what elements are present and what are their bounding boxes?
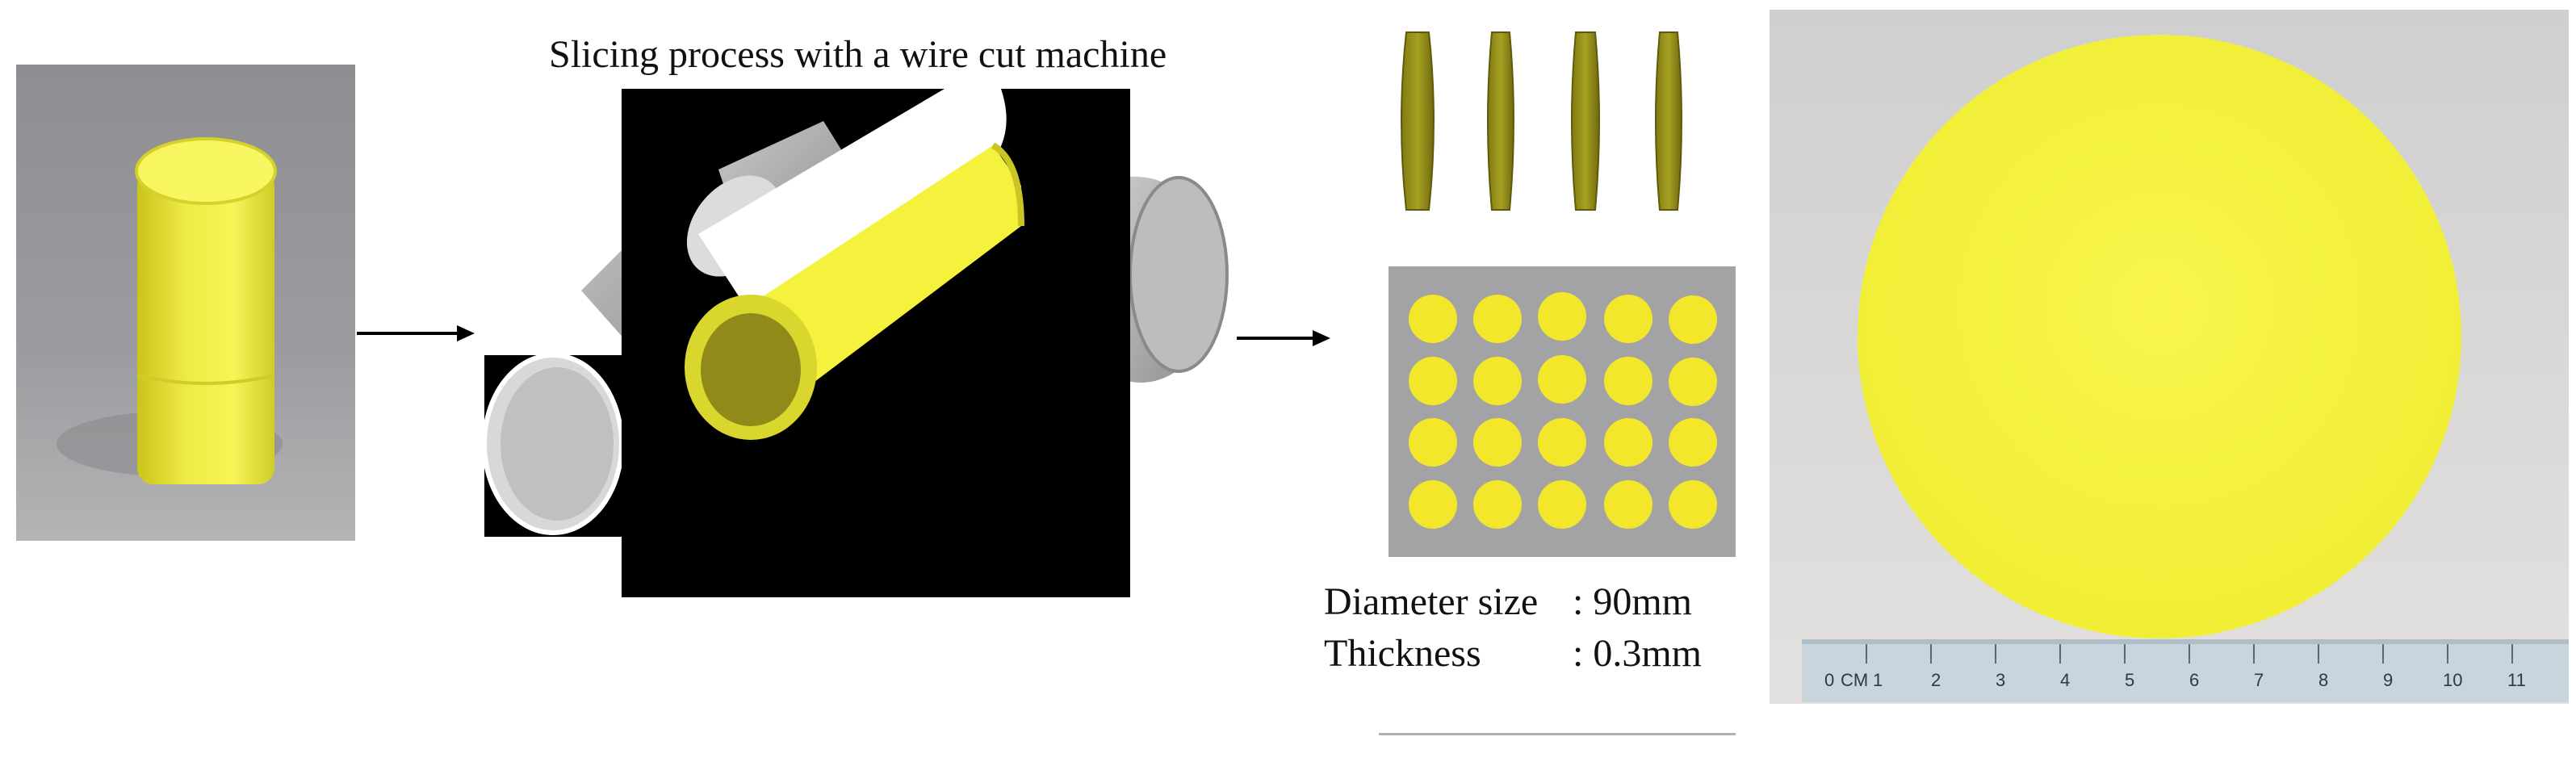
ruler-tick-label: 3 <box>1996 670 2005 690</box>
thickness-spec-value: : 0.3mm <box>1573 631 1702 676</box>
disc-slice <box>1488 32 1514 210</box>
diameter-spec-value: : 90mm <box>1573 580 1692 625</box>
diameter-spec-label: Diameter size <box>1324 580 1538 625</box>
wire-cut-machine-illustration <box>484 89 1235 597</box>
disc-slice <box>1656 32 1682 210</box>
thickness-spec-label: Thickness <box>1324 631 1481 676</box>
ruler-tick-label: 11 <box>2507 670 2526 690</box>
divider-line <box>1379 733 1736 735</box>
large-disc-photo: 0 CM 1 2 3 4 5 6 7 8 9 10 11 <box>1770 10 2569 704</box>
ruler-tick-label: 6 <box>2189 670 2199 690</box>
disc-slice <box>1401 32 1434 210</box>
ruler-tick-label: 2 <box>1931 670 1941 690</box>
cylinder-photo <box>16 65 355 541</box>
ruler-tick-label: 7 <box>2254 670 2264 690</box>
ruler-tick-label: 10 <box>2443 670 2462 690</box>
disc-slice <box>1572 32 1599 210</box>
slicing-caption: Slicing process with a wire cut machine <box>549 32 1167 77</box>
arrow-right-icon <box>1235 326 1332 350</box>
arrow-right-icon <box>355 321 476 345</box>
ruler-tick-label: 4 <box>2060 670 2070 690</box>
sliced-discs-edge-view <box>1389 16 1728 218</box>
ruler-unit-label: CM <box>1841 670 1868 690</box>
ruler-tick-label: 1 <box>1873 670 1883 690</box>
disc-samples-grid-photo <box>1389 266 1736 557</box>
ruler-tick-label: 0 <box>1824 670 1834 690</box>
ruler-tick-label: 9 <box>2383 670 2393 690</box>
ruler-tick-label: 5 <box>2125 670 2134 690</box>
ruler-tick-label: 8 <box>2318 670 2328 690</box>
